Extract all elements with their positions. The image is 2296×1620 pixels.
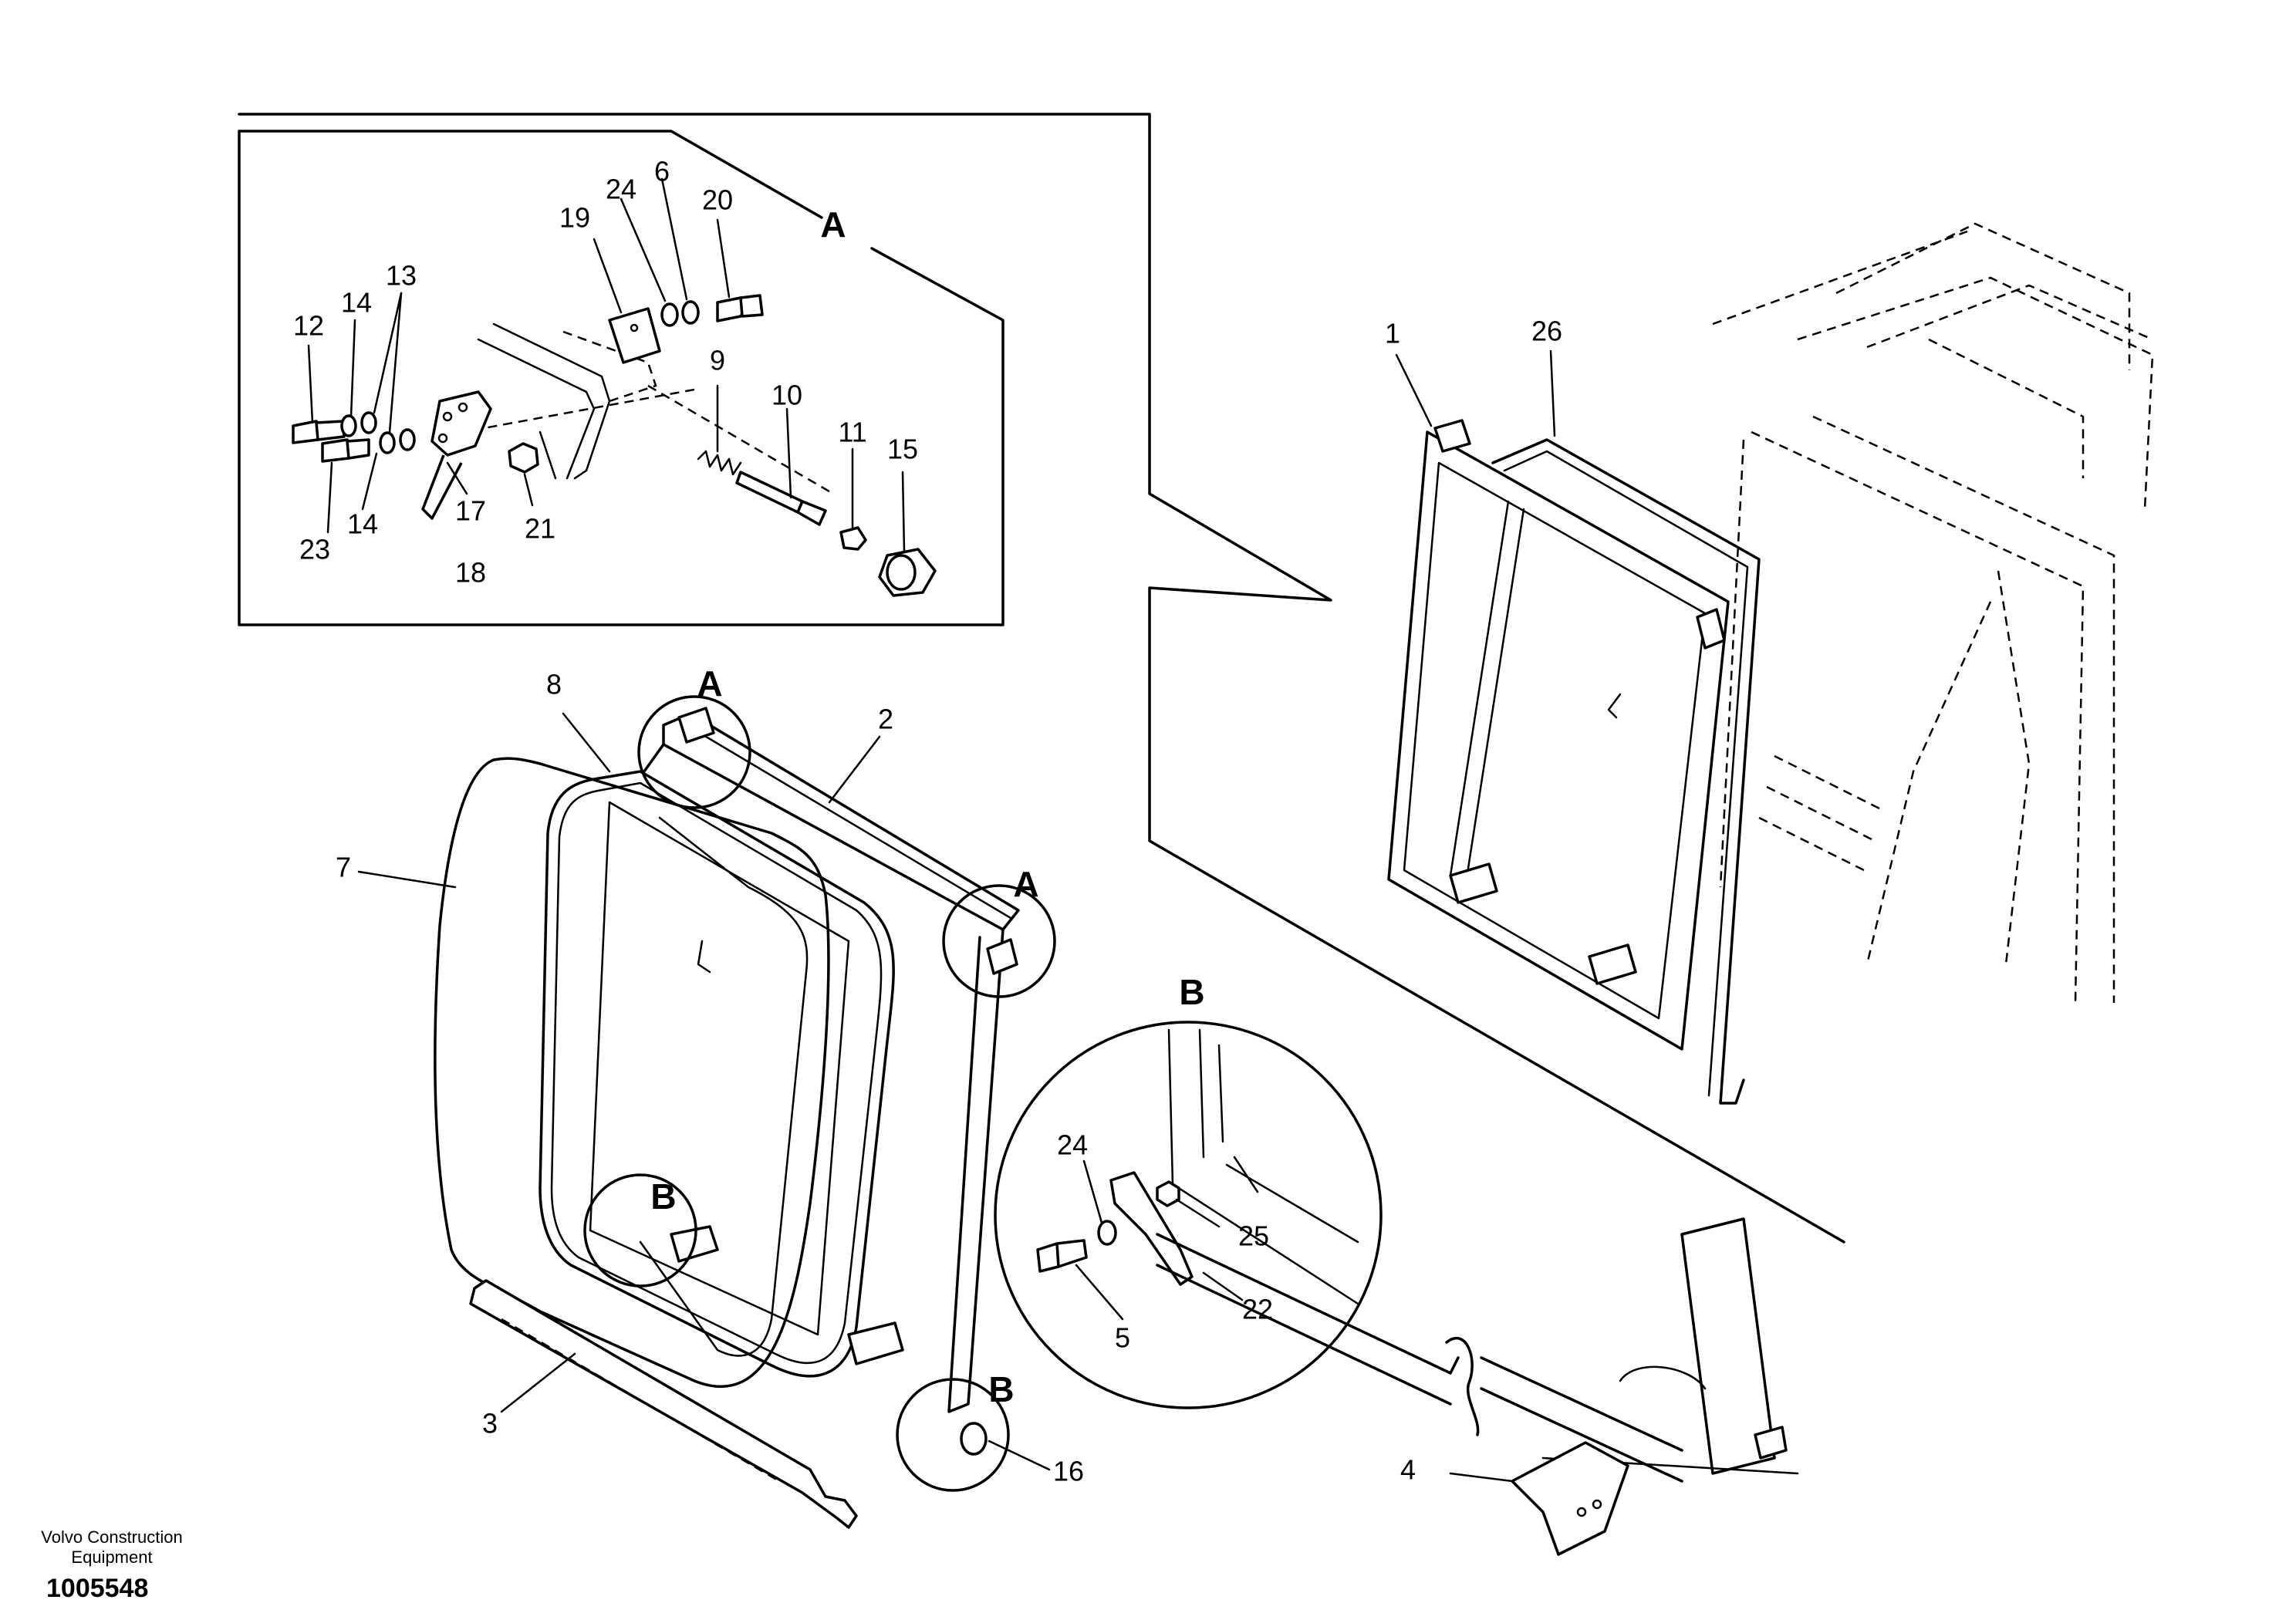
- detail-label-b-left: B: [650, 1176, 676, 1217]
- door-frame-assembly: [1387, 222, 2154, 1105]
- callout-circles: [583, 695, 1056, 1492]
- detail-a-inset: [238, 113, 1845, 1244]
- part-label-19: 19: [559, 202, 590, 234]
- part-label-17: 17: [455, 495, 486, 527]
- part-label-6: 6: [654, 156, 670, 187]
- detail-label-a-inset: A: [820, 204, 846, 245]
- part-label-11: 11: [838, 417, 866, 448]
- part-label-1: 1: [1385, 318, 1400, 349]
- publisher-line-2: Equipment: [71, 1547, 153, 1567]
- part-label-20: 20: [702, 184, 733, 216]
- part-label-25: 25: [1238, 1220, 1269, 1252]
- part-label-2: 2: [878, 704, 893, 735]
- publisher-caption: Volvo Construction Equipment: [31, 1527, 193, 1568]
- part-label-5: 5: [1115, 1322, 1130, 1354]
- bottom-slide-rail: [1156, 1217, 1799, 1556]
- detail-label-a-right: A: [1013, 864, 1038, 904]
- part-label-14-bottom: 14: [347, 508, 378, 540]
- part-label-21: 21: [525, 513, 555, 545]
- part-label-12: 12: [293, 310, 324, 342]
- part-label-16: 16: [1053, 1456, 1084, 1487]
- part-label-14-top: 14: [341, 287, 372, 319]
- part-label-22: 22: [1242, 1294, 1273, 1325]
- part-label-4: 4: [1400, 1454, 1416, 1486]
- part-label-23: 23: [299, 534, 330, 565]
- publisher-line-1: Volvo Construction: [41, 1527, 183, 1547]
- leader-lines: [307, 177, 1556, 1483]
- part-label-26: 26: [1531, 316, 1562, 347]
- part-label-8: 8: [546, 669, 562, 700]
- part-label-24-detail-b: 24: [1057, 1129, 1088, 1161]
- part-label-24-top: 24: [606, 174, 636, 205]
- part-label-7: 7: [336, 852, 351, 883]
- part-labels: 12 14 13 19 24 6 20 A 9 10 11 15 23 14 1…: [293, 156, 1562, 1487]
- part-label-15: 15: [887, 434, 918, 465]
- part-label-13: 13: [386, 260, 417, 292]
- part-label-3: 3: [482, 1408, 498, 1439]
- window-assembly: [434, 707, 1020, 1529]
- part-label-10: 10: [772, 380, 802, 411]
- detail-b-circle: [994, 1021, 1383, 1409]
- detail-label-b-circle: B: [1179, 972, 1204, 1012]
- part-label-9: 9: [710, 345, 725, 376]
- detail-label-b-bottom: B: [988, 1369, 1014, 1409]
- detail-label-a-top: A: [697, 663, 722, 704]
- part-label-18: 18: [455, 557, 486, 589]
- document-number: 1005548: [46, 1574, 149, 1603]
